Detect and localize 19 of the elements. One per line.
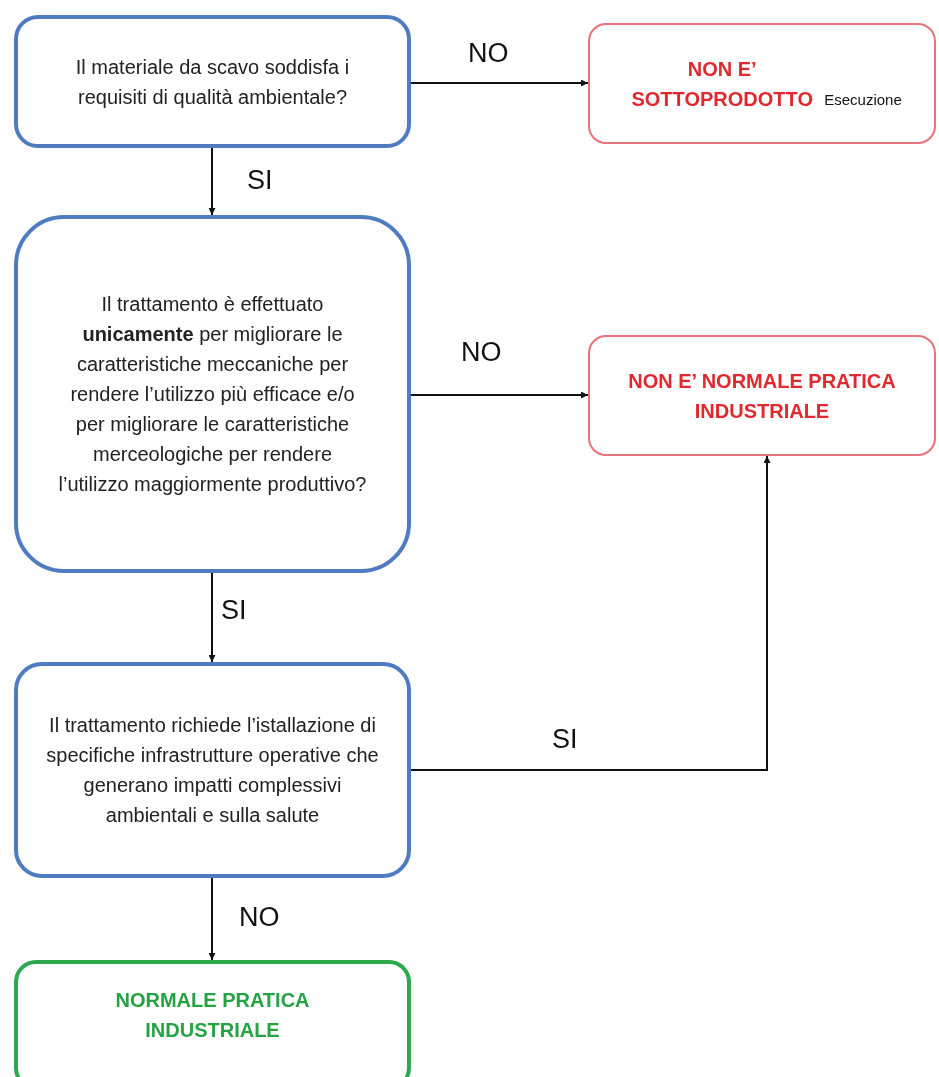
box-text: Il trattamento richiede l’istallazione di specifiche infrastrutture operative che generano impatti complessivi ambientali e sulla salute xyxy=(45,713,380,828)
arrow xyxy=(410,391,589,399)
decision-box xyxy=(14,215,411,573)
arrow xyxy=(208,147,216,216)
box-text: NON E’ SOTTOPRODOTTO xyxy=(630,56,814,112)
box-text: Il trattamento è effettuato unicamente per migliorare le caratteristiche meccaniche per rendere l’utilizzo più efficace e/o per migliorare le caratteristiche merceologiche per rendere l’utilizzo maggiormente produttivo? xyxy=(58,292,367,497)
result-box xyxy=(588,335,936,456)
decision-box xyxy=(14,662,411,878)
arrow xyxy=(410,79,589,87)
arrow xyxy=(208,572,216,663)
box-text: NORMALE PRATICA INDUSTRIALE xyxy=(114,988,311,1043)
arrow xyxy=(410,455,771,771)
note-text: Esecuzione xyxy=(824,90,902,111)
arrow xyxy=(208,877,216,961)
result-box xyxy=(14,960,411,1077)
result-box xyxy=(588,23,936,144)
decision-box xyxy=(14,15,411,148)
box-text: NON E’ NORMALE PRATICA INDUSTRIALE xyxy=(627,368,897,424)
box-text: Il materiale da scavo soddisfa i requisiti di qualità ambientale? xyxy=(74,54,351,110)
